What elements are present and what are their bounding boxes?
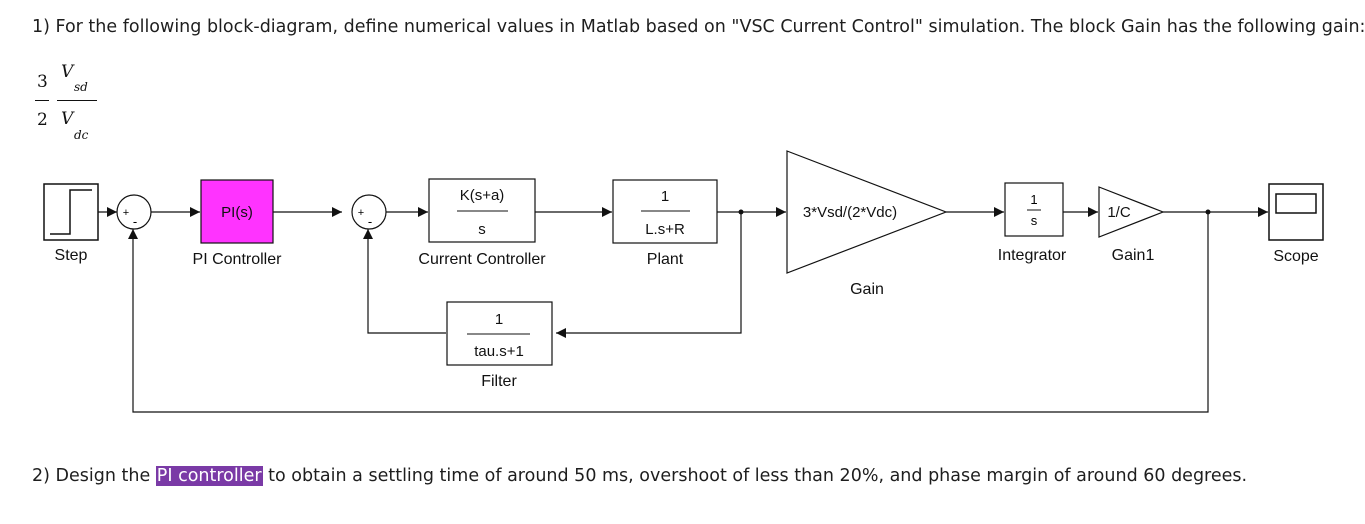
gain-formula: 3 2 V sd V dc [30, 58, 110, 148]
plant-den: L.s+R [645, 221, 685, 238]
formula-num-sub: sd [74, 80, 88, 94]
formula-ratio-bar [57, 100, 97, 101]
filter-label: Filter [481, 373, 517, 390]
gain-label: Gain [850, 281, 884, 298]
wire-outer-feedback [128, 212, 1209, 413]
integrator-block[interactable]: 1 s [1004, 182, 1064, 237]
current-controller-label: Current Controller [418, 251, 546, 268]
plant-block[interactable]: 1 L.s+R [612, 179, 718, 244]
gain-block[interactable]: 3*Vsd/(2*Vdc) [786, 150, 948, 274]
gain1-block-text: 1/C [1107, 204, 1131, 221]
branch-point-plant [738, 209, 744, 215]
branch-point-output [1205, 209, 1211, 215]
formula-num-coef: 3 [37, 72, 48, 92]
formula-coef-bar [35, 100, 49, 101]
scope-block[interactable] [1268, 183, 1324, 241]
step-icon [50, 189, 92, 235]
gain1-block[interactable]: 1/C [1098, 186, 1165, 238]
sum1-block[interactable]: + - [116, 194, 152, 230]
question-1: 1) For the following block-diagram, defi… [32, 17, 1365, 37]
integrator-den: s [1031, 213, 1038, 228]
integrator-num: 1 [1030, 192, 1037, 207]
plant-label: Plant [647, 251, 684, 268]
sum1-plus: + [123, 207, 129, 219]
formula-num-var: V [61, 62, 74, 82]
question-2: 2) Design the PI controller to obtain a … [32, 466, 1247, 486]
integrator-label: Integrator [998, 247, 1067, 264]
pi-block-text: PI(s) [221, 204, 253, 221]
gain1-label: Gain1 [1112, 247, 1155, 264]
step-block[interactable] [43, 183, 99, 241]
filter-block[interactable]: 1 tau.s+1 [446, 301, 553, 366]
current-controller-num: K(s+a) [460, 187, 505, 204]
scope-label: Scope [1273, 248, 1318, 265]
pi-controller-label: PI Controller [193, 251, 283, 268]
formula-den-coef: 2 [37, 110, 48, 130]
scope-screen-icon [1275, 193, 1317, 214]
wire-filter-sum2 [363, 229, 446, 334]
step-label: Step [55, 247, 88, 264]
filter-den: tau.s+1 [474, 343, 524, 360]
wire-plant-filter [556, 212, 742, 338]
sum2-plus: + [358, 207, 364, 219]
gain-block-text: 3*Vsd/(2*Vdc) [803, 204, 897, 221]
formula-den-var: V [61, 109, 74, 129]
formula-den-sub: dc [74, 128, 89, 142]
current-controller-block[interactable]: K(s+a) s [428, 178, 536, 243]
question-2-end: to obtain a settling time of around 50 m… [262, 466, 1248, 486]
plant-num: 1 [661, 188, 669, 205]
sum2-block[interactable]: + - [351, 194, 387, 230]
filter-num: 1 [495, 311, 503, 328]
sum2-minus: - [368, 214, 372, 229]
pi-controller-block[interactable]: PI(s) [200, 179, 274, 244]
sum1-minus: - [133, 214, 137, 229]
current-controller-den: s [478, 221, 486, 238]
question-2-start: 2) Design the [32, 466, 156, 486]
pi-controller-highlight: PI controller [155, 466, 263, 486]
